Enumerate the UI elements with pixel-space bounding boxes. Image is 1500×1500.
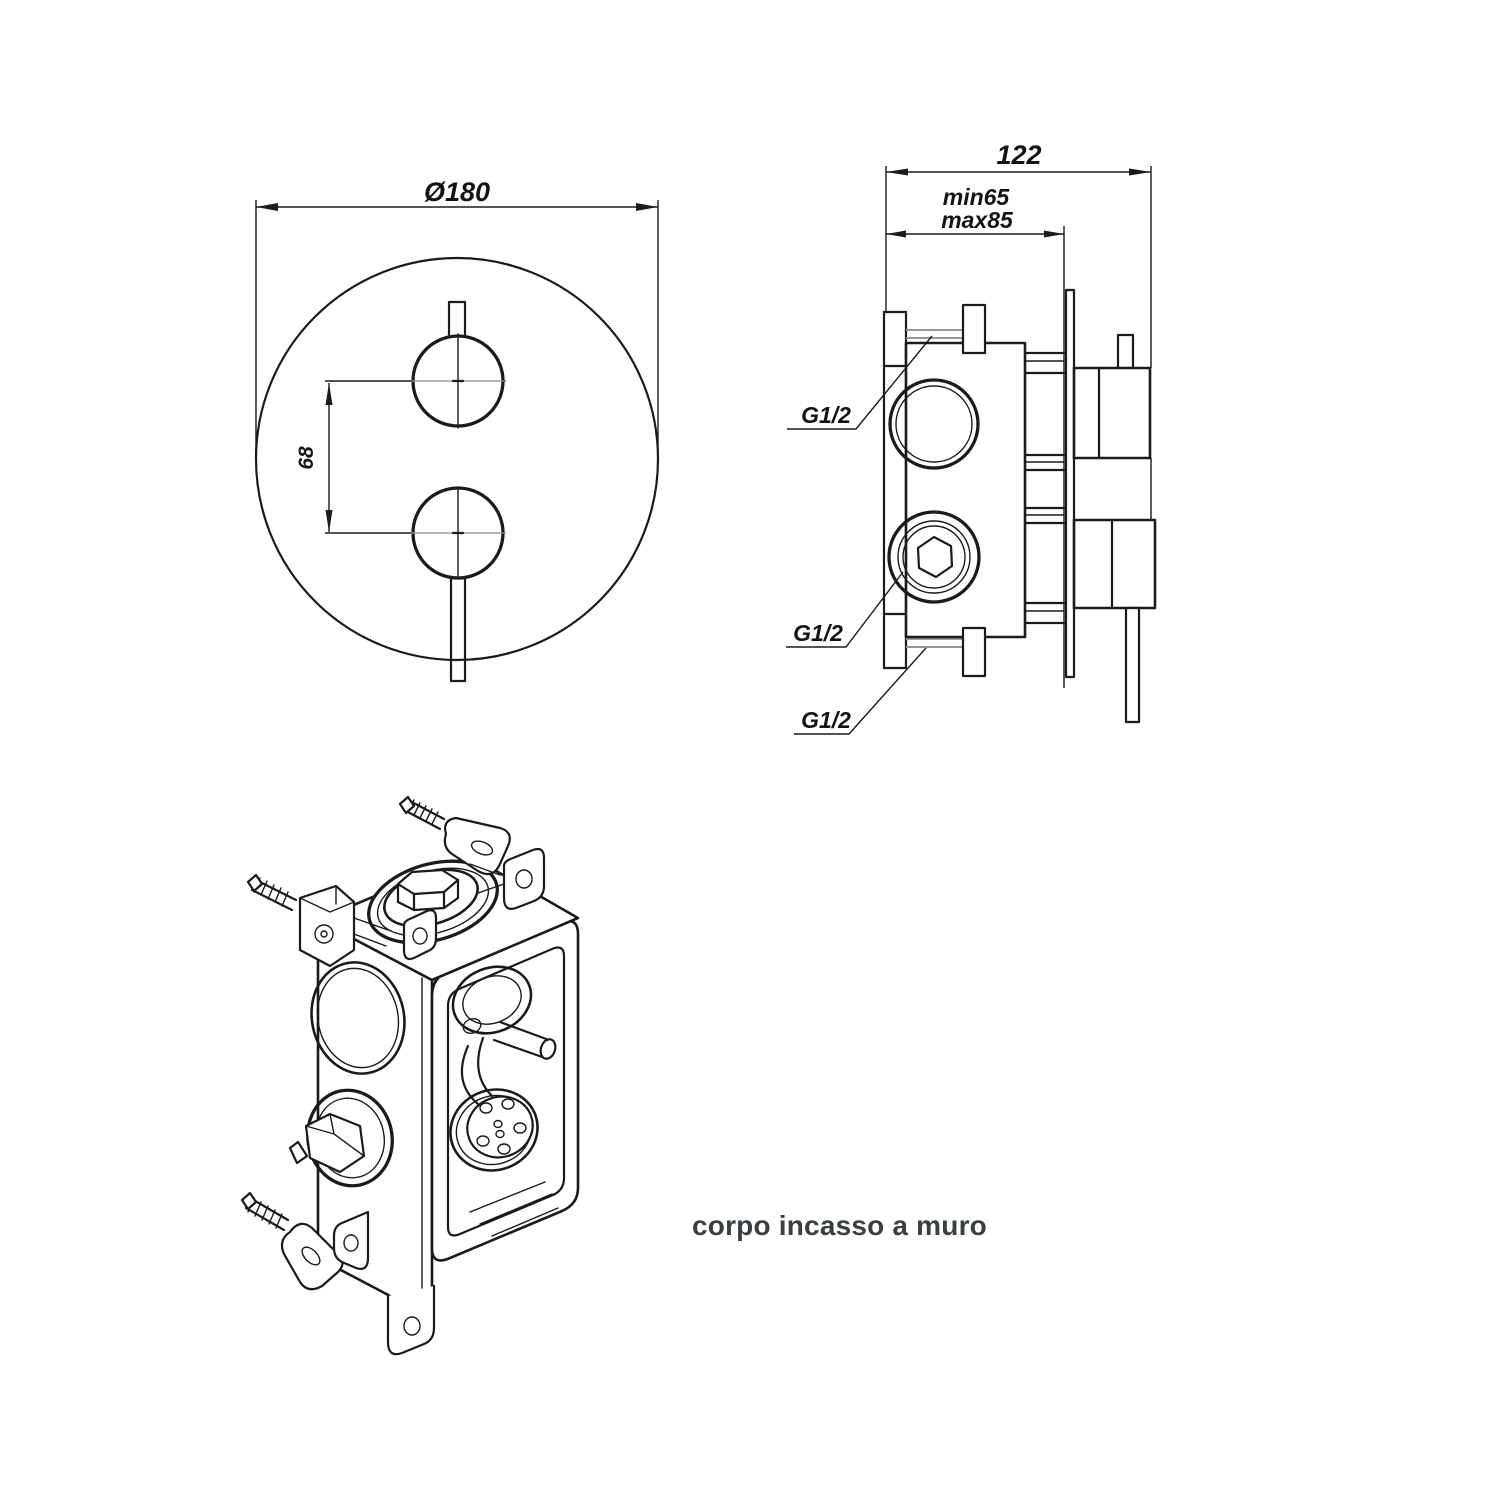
bottom-inlet-union [906,638,965,648]
wall-plate-edge [1064,288,1076,679]
top-clip [961,303,987,355]
dimension-label-diameter: Ø180 [424,177,490,207]
upper-handle-stem [1116,333,1135,371]
iso-bottom-ear [386,1284,436,1356]
port-callout-middle: G1/2 [786,571,904,648]
iso-floor-hatch [469,1181,559,1237]
port-callout-top: G1/2 [787,335,933,430]
lower-handle-side [1072,518,1157,610]
upper-handle-side [1072,366,1152,460]
port-label-bottom: G1/2 [801,707,851,733]
lower-knob-lever [449,576,467,683]
iso-flanged-disc [449,1088,539,1172]
iso-top-wing-screw [398,795,511,876]
iso-top-boss [367,859,499,945]
iso-oval-opening [310,961,406,1075]
side-view-drawing: 122 min65 max85 [786,140,1157,735]
caption-corpo-incasso: corpo incasso a muro [692,1210,987,1241]
iso-hex-plug-port [288,1088,394,1188]
iso-inner-pipe [460,1036,494,1106]
dimension-label-depth-max: max85 [941,207,1014,233]
iso-left-wing-screw [246,873,389,968]
dimension-label-depth-min: min65 [943,184,1011,210]
front-view-drawing: Ø180 68 [254,177,660,683]
bottom-clip [961,626,987,678]
port-callout-bottom: G1/2 [794,647,927,735]
dimension-label-width: 122 [996,140,1041,170]
iso-bottom-wing-screw [240,1191,370,1291]
upper-knob-stem [447,300,467,339]
iso-top-ear [477,847,546,910]
top-inlet-union [906,329,965,339]
dimension-label-handle-spacing: 68 [295,446,318,470]
isometric-view-drawing [240,795,580,1356]
outlet-port [887,510,981,604]
thermostat-port [888,378,980,470]
iso-lever-rod [492,1020,557,1060]
iso-front-ear [402,909,438,961]
port-label-top: G1/2 [801,402,851,428]
port-label-middle: G1/2 [793,620,843,646]
lever-rod-side [1124,606,1141,724]
plate-outline [254,256,660,662]
